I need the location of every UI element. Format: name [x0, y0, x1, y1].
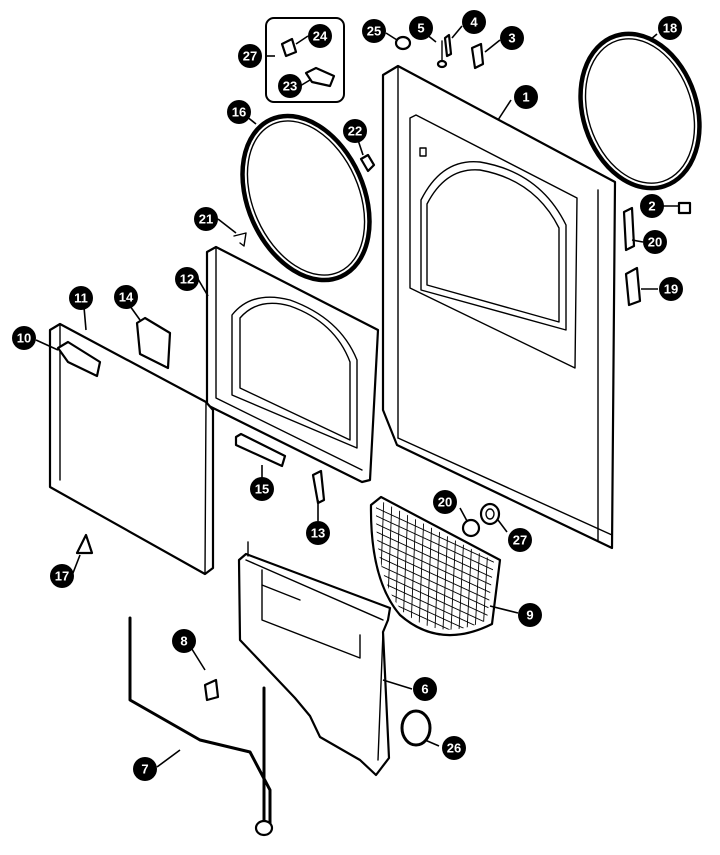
hinge-plate-part [622, 206, 636, 252]
callout-18: 18 [658, 16, 682, 40]
callout-13: 13 [306, 521, 330, 545]
lint-duct-part [237, 541, 392, 777]
callout-15: 15 [250, 477, 274, 501]
callout-27-upper: 27 [238, 44, 262, 68]
grommet-part [394, 35, 412, 51]
svg-text:8: 8 [180, 634, 187, 649]
hinge-bracket-part [624, 266, 642, 307]
door-handle-part [56, 340, 102, 378]
callout-24: 24 [308, 24, 332, 48]
svg-text:4: 4 [470, 15, 478, 30]
callout-21: 21 [194, 207, 218, 231]
svg-text:21: 21 [199, 212, 213, 227]
svg-text:24: 24 [313, 29, 328, 44]
door-strip-part [234, 432, 287, 468]
svg-text:6: 6 [421, 682, 428, 697]
callout-5: 5 [409, 16, 433, 40]
foot-part [75, 533, 94, 555]
door-seal-ring-part [240, 113, 372, 283]
callout-27-lower: 27 [508, 528, 532, 552]
callout-6: 6 [413, 677, 437, 701]
fastener-kit-box [265, 17, 345, 103]
svg-text:15: 15 [255, 482, 269, 497]
knob-part [461, 518, 481, 538]
screw-part [359, 153, 376, 173]
wire-harness-part [128, 616, 274, 837]
callout-17: 17 [50, 564, 74, 588]
svg-text:19: 19 [664, 282, 678, 297]
bolt-part [436, 40, 448, 69]
svg-text:3: 3 [508, 31, 515, 46]
nut-part [677, 201, 692, 215]
svg-text:27: 27 [243, 49, 257, 64]
pin-part [443, 33, 453, 58]
svg-text:10: 10 [17, 331, 31, 346]
callout-2: 2 [640, 194, 664, 218]
svg-text:11: 11 [74, 291, 88, 306]
callout-10: 10 [12, 326, 36, 350]
callout-25: 25 [362, 19, 386, 43]
callout-14: 14 [114, 285, 138, 309]
outer-door-panel-part [48, 322, 215, 576]
callout-26: 26 [442, 736, 466, 760]
svg-text:7: 7 [141, 762, 148, 777]
front-panel-part [381, 64, 617, 550]
callout-16: 16 [227, 100, 251, 124]
svg-text:13: 13 [311, 526, 325, 541]
svg-text:27: 27 [513, 533, 527, 548]
callout-19: 19 [659, 277, 683, 301]
svg-text:1: 1 [522, 90, 529, 105]
svg-text:16: 16 [232, 105, 246, 120]
lint-screen-part [369, 495, 502, 637]
svg-text:23: 23 [283, 79, 297, 94]
small-bracket-part [203, 678, 220, 702]
callout-9: 9 [518, 603, 542, 627]
svg-text:2: 2 [648, 199, 655, 214]
svg-text:20: 20 [648, 235, 662, 250]
callout-7: 7 [133, 757, 157, 781]
svg-text:12: 12 [180, 272, 194, 287]
bracket-part [470, 42, 485, 70]
svg-text:9: 9 [526, 608, 533, 623]
svg-text:14: 14 [119, 290, 134, 305]
door-pad-part [135, 316, 172, 370]
callout-23: 23 [278, 74, 302, 98]
o-ring-part [400, 709, 432, 747]
svg-text:17: 17 [55, 569, 69, 584]
callout-4: 4 [462, 10, 486, 34]
drum-seal-ring-part [578, 31, 702, 191]
callout-20-lower: 20 [433, 490, 457, 514]
svg-text:26: 26 [447, 741, 461, 756]
callout-11: 11 [69, 286, 93, 310]
callout-8: 8 [172, 629, 196, 653]
clip-part [233, 232, 247, 247]
callout-12: 12 [175, 267, 199, 291]
door-hinge-part [311, 469, 326, 505]
door-frame-part [205, 245, 380, 484]
callout-20-upper: 20 [643, 230, 667, 254]
ring-insert-part [479, 502, 501, 526]
callout-1: 1 [514, 85, 538, 109]
svg-text:5: 5 [417, 21, 424, 36]
svg-text:18: 18 [663, 21, 677, 36]
svg-text:20: 20 [438, 495, 452, 510]
svg-text:22: 22 [348, 124, 362, 139]
callout-3: 3 [500, 26, 524, 50]
svg-text:25: 25 [367, 24, 381, 39]
callout-22: 22 [343, 119, 367, 143]
